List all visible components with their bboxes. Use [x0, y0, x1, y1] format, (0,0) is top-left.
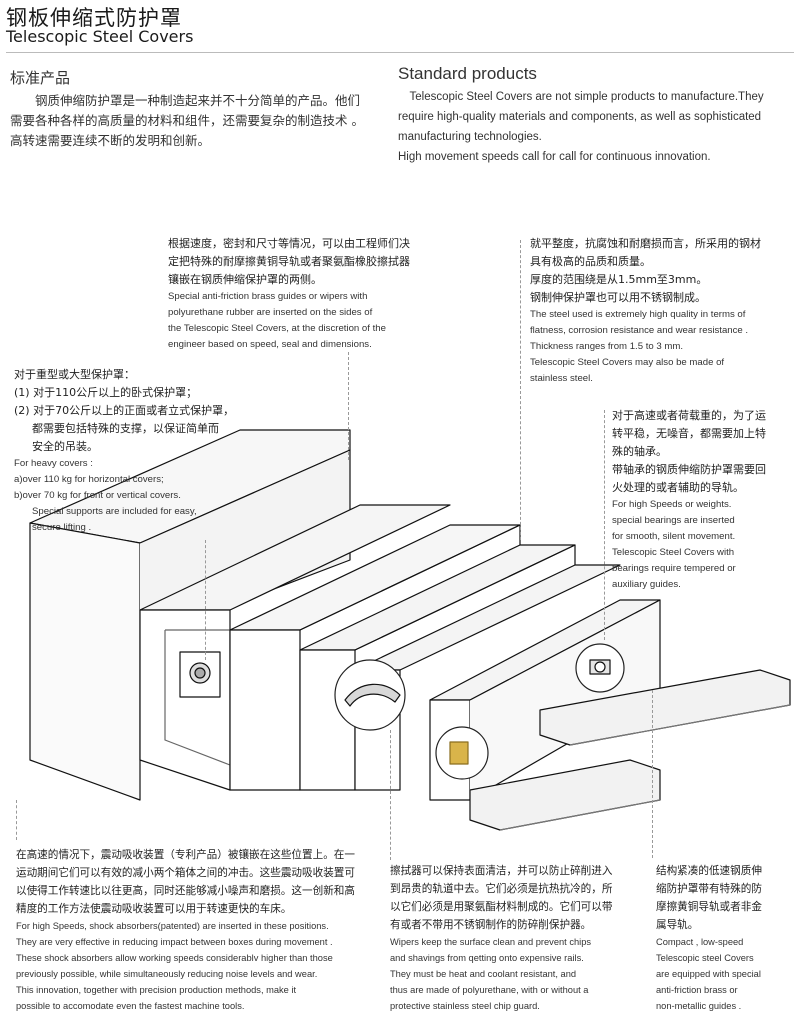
note-line: Telescopic Steel Covers with	[612, 547, 735, 558]
note-line: These shock absorbers allow working spee…	[16, 953, 333, 963]
note-bearings: 对于高速或者荷载重的，为了运 转平稳，无噪音，都需要加上特 殊的轴承。 带轴承的…	[612, 407, 797, 593]
note-line: 以它们必须是用聚氨酯材料制成的。它们可以带	[390, 901, 613, 913]
note-wipers-guides: 根据速度，密封和尺寸等情况，可以由工程师们决 定把特殊的耐摩擦黄铜导轨或者聚氨酯…	[168, 235, 458, 353]
note-line: 镶嵌在钢质伸缩保护罩的两侧。	[168, 273, 322, 286]
note-line: 对于重型或大型保护罩：	[14, 368, 135, 381]
note-line: The steel used is extremely high quality…	[530, 309, 746, 320]
note-line: for smooth, silent movement.	[612, 531, 736, 542]
intro-cn-line: 高转速需要连续不断的发明和创新。	[10, 133, 211, 148]
note-line: stainless steel.	[530, 373, 593, 384]
note-line: Telescopic steel Covers	[656, 953, 754, 963]
note-line: previously possible, while simultaneousl…	[16, 969, 318, 979]
note-line: 转平稳，无噪音，都需要加上特	[612, 427, 766, 440]
intro-en-line: Telescopic Steel Covers are not simple p…	[398, 91, 764, 103]
note-line: (1) 对于110公斤以上的卧式保护罩；	[14, 386, 198, 399]
note-line: 到昂贵的轨道中去。它们必须是抗热抗冷的，所	[390, 883, 613, 895]
intro-text-cn: 钢质伸缩防护罩是一种制造起来并不十分简单的产品。他们 需要各种各样的高质量的材料…	[10, 91, 395, 151]
leader-line	[652, 690, 653, 858]
note-line: They must be heat and coolant resistant,…	[390, 969, 577, 979]
intro-text-en: Telescopic Steel Covers are not simple p…	[398, 87, 794, 167]
note-line: special bearings are inserted	[612, 515, 735, 526]
note-line: 运动期间它们可以有效的减小两个箱体之间的冲击。这些震动吸收装置可	[16, 867, 355, 879]
note-line: For heavy covers :	[14, 458, 93, 469]
header-divider	[6, 52, 794, 53]
note-line: possible to accomodate even the fastest …	[16, 1001, 245, 1011]
note-line: 属导轨。	[656, 919, 699, 931]
note-line: 擦拭器可以保持表面清洁，并可以防止碎削进入	[390, 865, 613, 877]
note-line: 殊的轴承。	[612, 445, 667, 458]
note-line: 以使得工作转速比以往更高，同时还能够减小噪声和磨损。这一创新和高	[16, 885, 355, 897]
note-line: flatness, corrosion resistance and wear …	[530, 325, 749, 336]
note-line: the Telescopic Steel Covers, at the disc…	[168, 323, 386, 334]
note-line: secure lifting .	[32, 522, 92, 533]
intro-cn-line: 需要各种各样的高质量的材料和组件，还需要复杂的制造技术 。	[10, 113, 364, 128]
note-line: 缩防护罩带有特殊的防	[656, 883, 762, 895]
note-line: and shavings from qetting onto expensive…	[390, 953, 584, 963]
note-line: 摩擦黄铜导轨或者非金	[656, 901, 762, 913]
note-line: (2) 对于70公斤以上的正面或者立式保护罩，	[14, 404, 235, 417]
leader-line	[390, 730, 391, 860]
note-line: Compact , low-speed	[656, 937, 744, 947]
note-line: For high Speeds or weights.	[612, 499, 732, 510]
note-line: 在高速的情况下，震动吸收装置（专利产品）被镶嵌在这些位置上。在一	[16, 849, 355, 861]
note-line: 有或者不带用不锈钢制作的防碎削保护器。	[390, 919, 592, 931]
note-line: 火处理的或者辅助的导轨。	[612, 481, 744, 494]
section-heading-en: Standard products	[398, 64, 537, 83]
note-line: 具有极高的品质和质量。	[530, 255, 651, 268]
intro-en-line: manufacturing technologies.	[398, 131, 542, 143]
note-line: bearings require tempered or	[612, 563, 736, 574]
note-line: 都需要包括特殊的支撑，以保证简单而	[32, 422, 219, 435]
leader-line	[348, 352, 349, 460]
note-shock-absorbers: 在高速的情况下，震动吸收装置（专利产品）被镶嵌在这些位置上。在一 运动期间它们可…	[16, 846, 388, 1014]
note-line: auxiliary guides.	[612, 579, 681, 590]
note-steel-quality: 就平整度，抗腐蚀和耐磨损而言，所采用的钢材 具有极高的品质和质量。 厚度的范围绕…	[530, 235, 792, 387]
note-line: 根据速度，密封和尺寸等情况，可以由工程师们决	[168, 237, 410, 250]
note-line: 安全的吊装。	[32, 440, 98, 453]
note-line: 就平整度，抗腐蚀和耐磨损而言，所采用的钢材	[530, 237, 761, 250]
intro-cn-line: 钢质伸缩防护罩是一种制造起来并不十分简单的产品。他们	[10, 93, 361, 108]
note-line: 结构紧凑的低速钢质伸	[656, 865, 762, 877]
leader-line	[16, 800, 17, 840]
leader-line	[520, 240, 521, 540]
note-line: Wipers keep the surface clean and preven…	[390, 937, 592, 947]
note-line: b)over 70 kg for front or vertical cover…	[14, 490, 181, 501]
note-wipers-clean: 擦拭器可以保持表面清洁，并可以防止碎削进入 到昂贵的轨道中去。它们必须是抗热抗冷…	[390, 862, 640, 1014]
note-line: 对于高速或者荷载重的，为了运	[612, 409, 766, 422]
note-line: polyurethane rubber are inserted on the …	[168, 307, 373, 318]
page-title-en: Telescopic Steel Covers	[6, 27, 194, 46]
note-line: 精度的工作方法使震动吸收装置可以用于转速更快的车床。	[16, 903, 292, 915]
leader-line	[604, 410, 605, 640]
note-line: a)over 110 kg for horizontal covers;	[14, 474, 164, 485]
note-line: are equipped with special	[656, 969, 761, 979]
note-line: 带轴承的钢质伸缩防护罩需要回	[612, 463, 766, 476]
note-line: Special supports are included for easy,	[32, 506, 197, 517]
note-line: 定把特殊的耐摩擦黄铜导轨或者聚氨酯橡胶擦拭器	[168, 255, 410, 268]
page-title-cn: 钢板伸缩式防护罩	[6, 6, 182, 30]
leader-line	[205, 540, 206, 660]
note-compact: 结构紧凑的低速钢质伸 缩防护罩带有特殊的防 摩擦黄铜导轨或者非金 属导轨。 Co…	[656, 862, 796, 1014]
note-line: protective stainless steel chip guard.	[390, 1001, 540, 1011]
note-line: This innovation, together with precision…	[16, 985, 297, 995]
note-heavy-covers: 对于重型或大型保护罩： (1) 对于110公斤以上的卧式保护罩； (2) 对于7…	[14, 366, 264, 536]
note-line: 钢制伸保护罩也可以用不锈钢制成。	[530, 291, 706, 304]
note-line: thus are made of polyurethane, with or w…	[390, 985, 589, 995]
note-line: non-metallic guides .	[656, 1001, 742, 1011]
note-line: Special anti-friction brass guides or wi…	[168, 291, 368, 302]
intro-en-line: High movement speeds call for call for c…	[398, 151, 711, 163]
note-line: anti-friction brass or	[656, 985, 738, 995]
note-line: Thickness ranges from 1.5 to 3 mm.	[530, 341, 684, 352]
section-heading-cn: 标准产品	[10, 69, 71, 87]
note-line: 厚度的范围绕是从1.5mm至3mm。	[530, 273, 708, 286]
note-line: engineer based on speed, seal and dimens…	[168, 339, 372, 350]
note-line: Telescopic Steel Covers may also be made…	[530, 357, 725, 368]
note-line: For high Speeds, shock absorbers(patente…	[16, 921, 329, 931]
intro-en-line: require high-quality materials and compo…	[398, 111, 762, 123]
note-line: They are very effective in reducing impa…	[16, 937, 333, 947]
